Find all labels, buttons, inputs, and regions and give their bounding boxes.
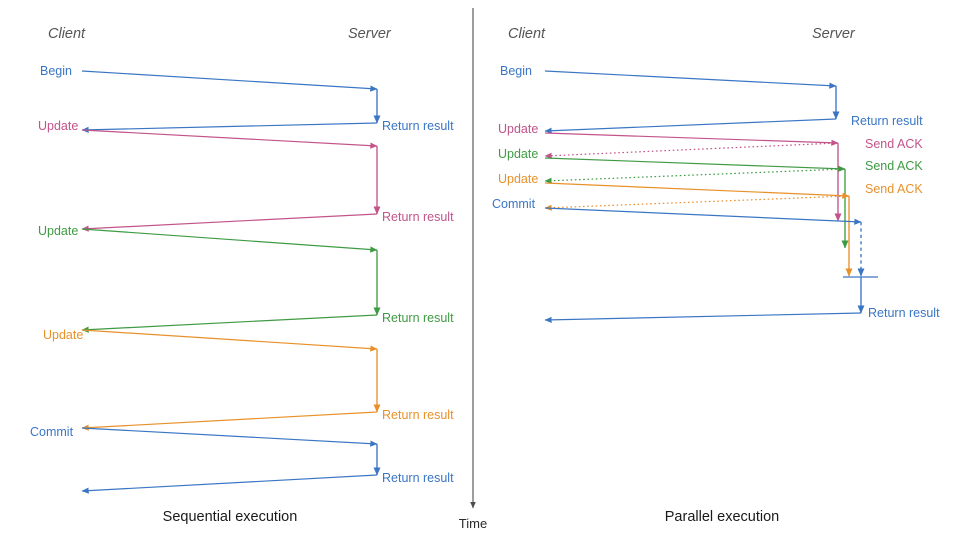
- message-arrow-to-client: [544, 312, 862, 323]
- role-label-server: Server: [812, 26, 856, 42]
- message-arrow-to-server: [81, 228, 378, 253]
- message-label: Return result: [868, 306, 940, 320]
- panel-caption: Sequential execution: [163, 509, 298, 525]
- message-label: Send ACK: [865, 137, 923, 151]
- panel-caption: Parallel execution: [665, 509, 779, 525]
- message-label: Return result: [382, 408, 454, 422]
- message-label: Update: [38, 119, 78, 133]
- message-arrow-to-client: [81, 411, 378, 431]
- message-label: Return result: [382, 210, 454, 224]
- message-arrow-to-server: [81, 329, 378, 352]
- message-label: Begin: [500, 64, 532, 78]
- message-label: Commit: [492, 197, 536, 211]
- message-label: Update: [38, 224, 78, 238]
- message-label: Update: [498, 172, 538, 186]
- message-label: Commit: [30, 425, 74, 439]
- message-label: Update: [498, 122, 538, 136]
- message-label: Update: [43, 328, 83, 342]
- message-label: Send ACK: [865, 159, 923, 173]
- message-arrow-to-client: [544, 168, 846, 184]
- message-arrow-to-client: [544, 195, 850, 211]
- role-label-server: Server: [348, 26, 392, 42]
- role-label-client: Client: [48, 26, 86, 42]
- message-label: Return result: [382, 119, 454, 133]
- message-arrow-to-client: [81, 213, 378, 232]
- message-label: Return result: [382, 311, 454, 325]
- message-arrow-to-client: [544, 118, 837, 134]
- message-arrow-to-client: [81, 474, 378, 494]
- message-arrow-to-server: [81, 427, 378, 447]
- message-arrow-to-client: [544, 142, 839, 159]
- time-axis-group: Time: [459, 8, 487, 531]
- message-arrow-to-client: [81, 122, 378, 133]
- message-arrow-to-server: [544, 70, 837, 89]
- message-label: Return result: [851, 114, 923, 128]
- message-arrow-to-client: [81, 314, 378, 333]
- message-arrow-to-server: [81, 70, 378, 92]
- message-arrow-to-server: [81, 129, 378, 149]
- message-arrow-to-server: [544, 182, 850, 199]
- time-axis-label: Time: [459, 516, 487, 531]
- message-arrow-to-server: [544, 207, 862, 225]
- message-label: Update: [498, 147, 538, 161]
- message-label: Begin: [40, 64, 72, 78]
- role-label-client: Client: [508, 26, 546, 42]
- message-label: Send ACK: [865, 182, 923, 196]
- message-label: Return result: [382, 471, 454, 485]
- message-arrow-to-server: [544, 132, 839, 146]
- message-arrow-to-server: [544, 157, 846, 172]
